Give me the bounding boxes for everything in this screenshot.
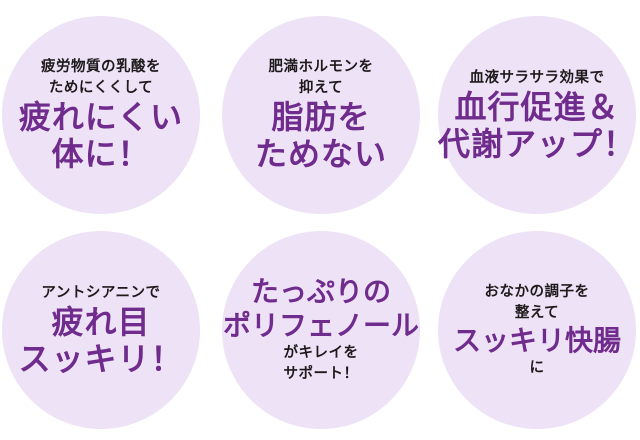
badge-headline: 疲れ目 [51, 302, 151, 341]
badge-subtext: がキレイを [283, 345, 359, 361]
badge-headline: 血行促進＆ [454, 87, 620, 126]
badge-subtext: 血液サラサラ効果で [469, 69, 605, 86]
badge-subtext: ためにくくして [48, 80, 154, 96]
badge-subtext: 整えて [514, 304, 560, 321]
benefit-badge-fatigue: 疲労物質の乳酸を ためにくくして 疲れにくい 体に！ [2, 16, 200, 214]
badge-subtext: 抑えて [298, 80, 344, 96]
badge-subtext: 肥満ホルモンを [268, 59, 374, 75]
badge-subtext: アントシアニンで [41, 284, 161, 301]
badge-subtext: サポート！ [283, 366, 359, 382]
benefit-badge-eyes: アントシアニンで 疲れ目 スッキリ！ [2, 231, 200, 429]
badge-headline: ポリフェノール [222, 309, 419, 342]
badge-headline: ためない [254, 135, 387, 173]
badge-subtext: 疲労物質の乳酸を [41, 59, 161, 75]
badge-headline: 体に！ [51, 135, 151, 173]
badge-headline: 疲れにくい [18, 98, 184, 136]
badge-headline: スッキリ！ [18, 339, 184, 378]
benefit-badge-polyphenol: たっぷりの ポリフェノール がキレイを サポート！ [222, 231, 420, 429]
benefit-badge-digestion: おなかの調子を 整えて スッキリ快腸 に [438, 231, 636, 429]
badge-headline: 代謝アップ！ [438, 124, 637, 163]
badge-headline: スッキリ快腸 [452, 323, 621, 357]
badge-headline: 脂肪を [271, 98, 371, 136]
badge-headline: たっぷりの [250, 275, 391, 308]
benefit-badge-fat: 肥満ホルモンを 抑えて 脂肪を ためない [222, 16, 420, 214]
badge-subtext: に [529, 359, 545, 376]
benefit-badge-circulation: 血液サラサラ効果で 血行促進＆ 代謝アップ！ [438, 16, 636, 214]
badge-subtext: おなかの調子を [484, 283, 590, 300]
